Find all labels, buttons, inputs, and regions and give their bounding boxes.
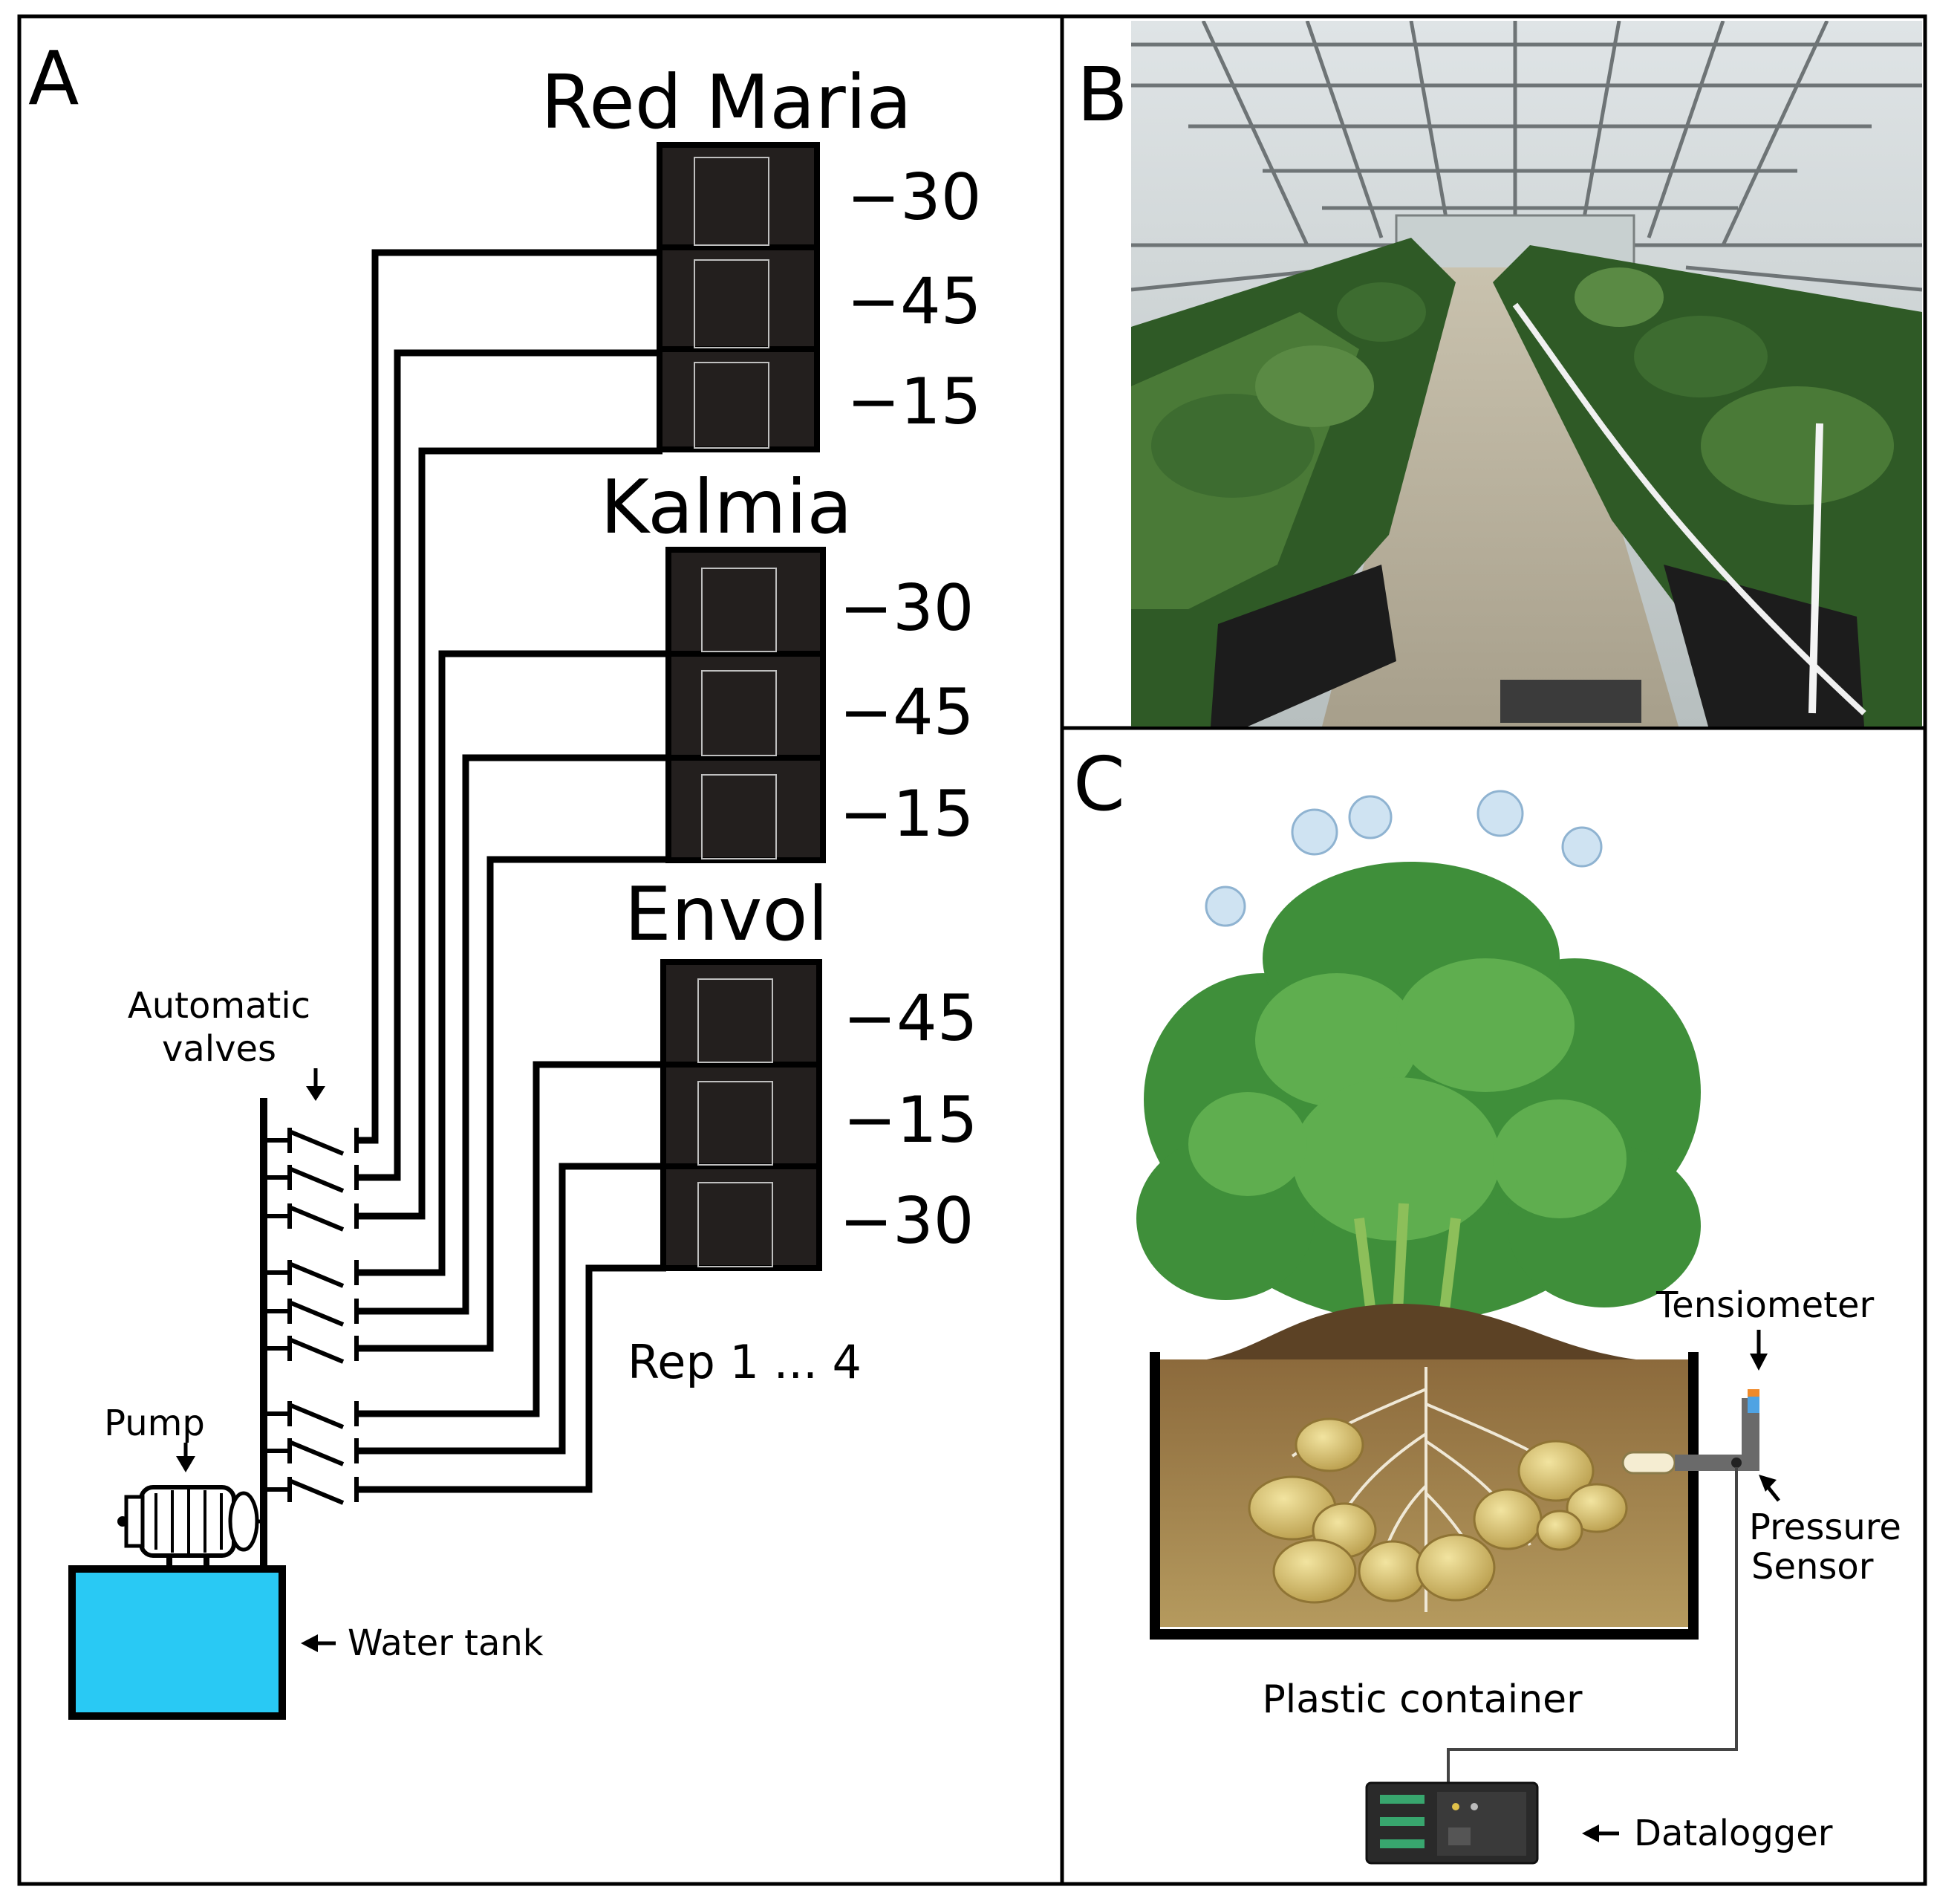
automatic-valves-label-line1: Automatic [128, 985, 310, 1027]
valve [264, 1401, 359, 1429]
plastic-container-label: Plastic container [1262, 1677, 1583, 1722]
container-outline [697, 1182, 773, 1267]
water-tank-label: Water tank [348, 1622, 544, 1664]
rep-label: Rep 1 ... 4 [628, 1335, 862, 1389]
datalogger-label: Datalogger [1634, 1813, 1833, 1854]
tension-label: −30 [839, 571, 974, 646]
container-stack [657, 142, 820, 452]
panel-b: B [1077, 21, 1922, 727]
panel-c-letter: C [1073, 741, 1125, 828]
figure-border [17, 14, 1927, 1886]
container-outline [694, 362, 769, 449]
container-outline [697, 1081, 773, 1166]
arrow-down-icon [306, 1068, 325, 1101]
arrow-left-icon [301, 1634, 336, 1652]
tension-label: −15 [847, 365, 982, 439]
panel-c: C [1073, 741, 1901, 1865]
panel-a-letter: A [28, 35, 79, 122]
valve [264, 1128, 359, 1156]
cultivar-title-envol: Envol [625, 871, 829, 958]
pump-label: Pump [104, 1403, 205, 1444]
cultivar-title-red-maria: Red Maria [541, 59, 912, 146]
container-outline [694, 259, 769, 348]
tension-label: −30 [839, 1184, 974, 1258]
valve [264, 1165, 359, 1193]
pressure-sensor-label-line2: Sensor [1751, 1546, 1874, 1588]
sensor-cable [1447, 1467, 1738, 1787]
arrow-down-icon [176, 1443, 195, 1472]
pump-icon [117, 1485, 264, 1567]
irrigation-pipes [356, 249, 671, 1493]
water-tank [68, 1565, 286, 1720]
tension-label: −45 [843, 981, 978, 1056]
datalogger-icon [1365, 1781, 1539, 1865]
tension-label: −15 [839, 777, 974, 851]
potato-plant-illustration [1136, 790, 1701, 1640]
cultivar-title-kalmia: Kalmia [600, 464, 852, 550]
pressure-sensor-label-line1: Pressure [1749, 1507, 1901, 1548]
container-outline [701, 774, 777, 860]
arrow-up-left-icon [1759, 1475, 1780, 1502]
automatic-valves-label-line2: valves [162, 1028, 276, 1070]
container-stack [665, 547, 826, 863]
valve [264, 1477, 359, 1505]
container-outline [694, 157, 769, 246]
container-outline [701, 670, 777, 756]
arrow-down-icon [1750, 1330, 1768, 1371]
box-group-envol [660, 959, 822, 1271]
greenhouse-photo [1131, 21, 1922, 727]
container-outline [697, 978, 773, 1063]
valve [264, 1336, 359, 1364]
valve [264, 1260, 359, 1288]
tensiometer-label: Tensiometer [1655, 1284, 1874, 1326]
container-stack [660, 959, 822, 1271]
tension-label: −45 [847, 264, 982, 339]
tension-label: −45 [839, 675, 974, 750]
box-group-red-maria [657, 142, 820, 452]
tension-label: −15 [843, 1083, 978, 1157]
arrow-left-icon [1582, 1825, 1619, 1842]
panel-a: A Red Maria Kalmia Envol −30 −45 −15 −30… [28, 35, 982, 1720]
valve [264, 1299, 359, 1327]
valve [264, 1438, 359, 1466]
panel-b-letter: B [1077, 51, 1128, 138]
valve [264, 1203, 359, 1232]
tensiometer-probe [1621, 1389, 1759, 1475]
container-outline [701, 568, 777, 652]
automatic-valves [264, 1128, 359, 1505]
box-group-kalmia [665, 547, 826, 863]
tension-label: −30 [847, 160, 982, 235]
